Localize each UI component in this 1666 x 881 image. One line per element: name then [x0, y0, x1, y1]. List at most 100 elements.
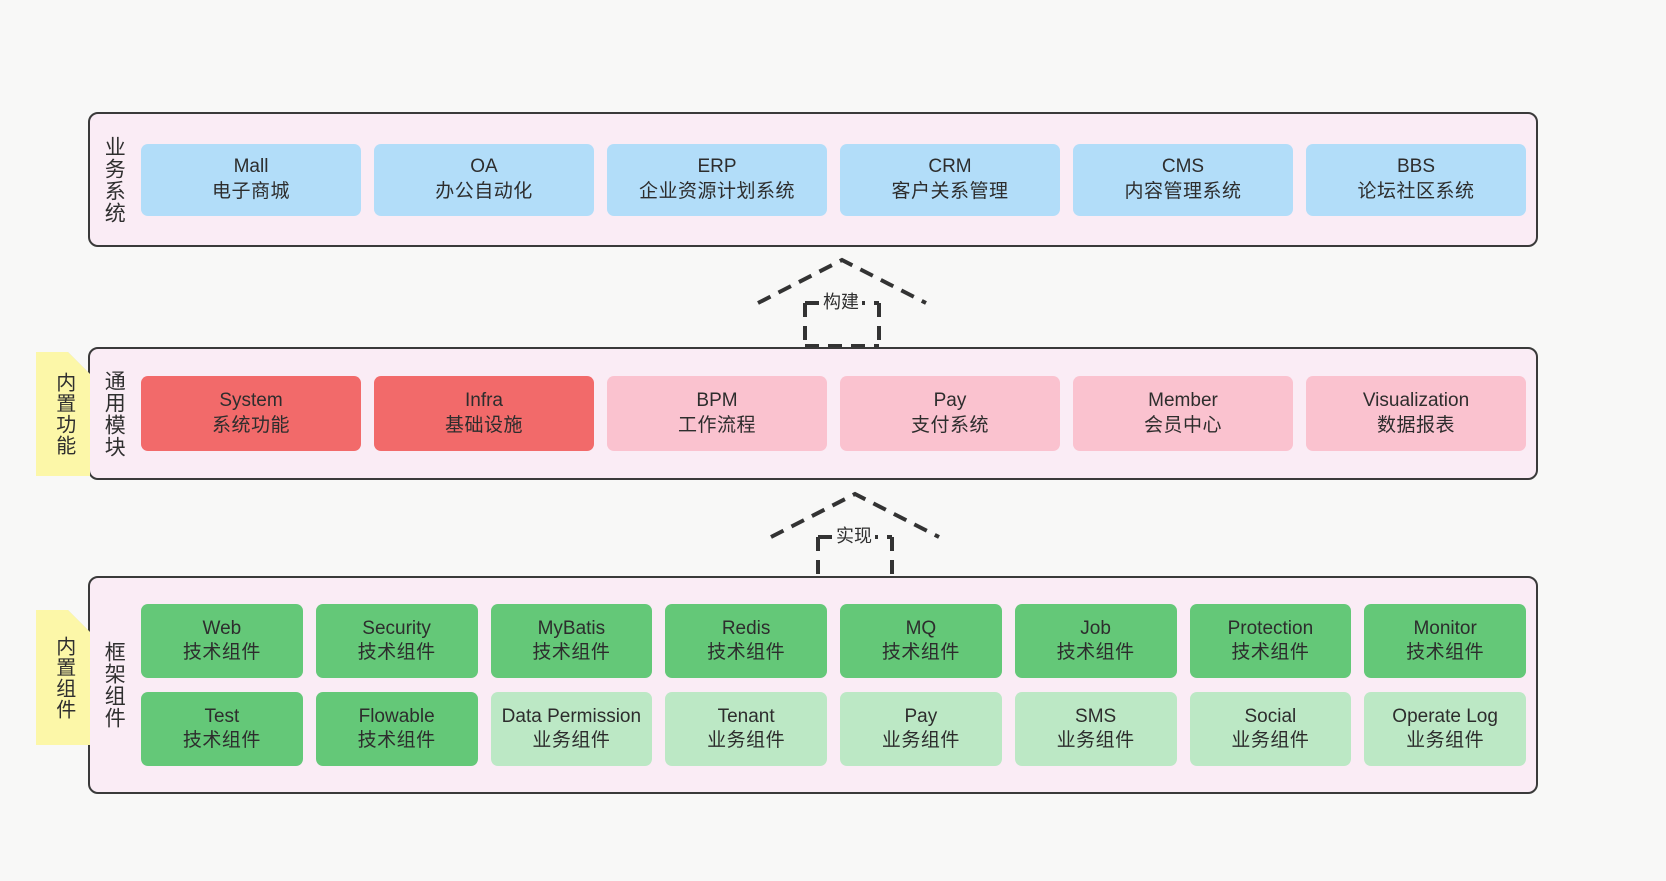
card-title-cn: 系统功能	[211, 414, 290, 436]
framework-card-test[interactable]: Test 技术组件	[141, 692, 303, 766]
note-fold-corner-icon	[68, 352, 90, 374]
card-title-cn: 技术组件	[1231, 642, 1310, 663]
card-title-cn: 业务组件	[1056, 730, 1135, 751]
card-title-cn: 业务组件	[1406, 730, 1485, 751]
card-title-en: Protection	[1227, 617, 1314, 639]
layer-body-common: System 系统功能 Infra 基础设施 BPM 工作流程 Pay 支付系统…	[136, 349, 1536, 478]
card-title-cn: 技术组件	[881, 642, 960, 663]
framework-card-tenant[interactable]: Tenant 业务组件	[665, 692, 827, 766]
framework-card-job[interactable]: Job 技术组件	[1014, 604, 1177, 678]
card-title-cn: 支付系统	[910, 414, 989, 436]
common-card-visualization[interactable]: Visualization 数据报表	[1306, 376, 1526, 451]
card-title-cn: 办公自动化	[435, 180, 533, 202]
layer-title-common: 通用模块	[102, 369, 126, 458]
layer-title-framework: 框架组件	[102, 641, 126, 729]
card-title-cn: 技术组件	[532, 642, 611, 663]
framework-card-data-permission[interactable]: Data Permission 业务组件	[490, 692, 653, 766]
framework-card-redis[interactable]: Redis 技术组件	[665, 604, 827, 678]
note-builtin-component: 内置组件	[36, 610, 90, 745]
note-label: 内置组件	[52, 635, 75, 720]
layer-common-module: 通用模块 System 系统功能 Infra 基础设施 BPM 工作流程 Pay…	[88, 347, 1538, 480]
common-card-pay[interactable]: Pay 支付系统	[840, 376, 1060, 451]
business-card-mall[interactable]: Mall 电子商城	[141, 143, 361, 216]
card-title-en: MQ	[905, 617, 937, 639]
layer-business-system: 业务系统 Mall 电子商城 OA 办公自动化 ERP 企业资源计划系统 CRM…	[88, 112, 1538, 247]
framework-card-rows: Web 技术组件 Security 技术组件 MyBatis 技术组件 Redi…	[141, 604, 1526, 766]
card-title-cn: 技术组件	[1056, 642, 1135, 663]
framework-card-web[interactable]: Web 技术组件	[141, 604, 303, 678]
framework-card-sms[interactable]: SMS 业务组件	[1014, 692, 1177, 766]
layer-framework-component: 框架组件 Web 技术组件 Security 技术组件 MyBatis 技术组件	[88, 576, 1538, 794]
card-title-cn: 会员中心	[1143, 414, 1222, 436]
common-card-member[interactable]: Member 会员中心	[1073, 376, 1293, 451]
business-card-oa[interactable]: OA 办公自动化	[374, 143, 594, 216]
note-fold-corner-icon	[68, 610, 90, 632]
card-title-cn: 技术组件	[1406, 642, 1485, 663]
framework-card-protection[interactable]: Protection 技术组件	[1189, 604, 1352, 678]
card-title-cn: 工作流程	[677, 414, 756, 436]
card-title-en: Data Permission	[501, 705, 642, 727]
layer-body-business: Mall 电子商城 OA 办公自动化 ERP 企业资源计划系统 CRM 客户关系…	[136, 114, 1536, 245]
card-title-cn: 技术组件	[357, 730, 436, 751]
card-title-en: BBS	[1396, 156, 1436, 178]
card-title-en: System	[219, 390, 283, 412]
arrow-label-implement: 实现	[833, 522, 875, 548]
framework-card-row-2: Test 技术组件 Flowable 技术组件 Data Permission …	[141, 692, 1526, 766]
card-title-en: Infra	[464, 390, 504, 412]
framework-card-pay[interactable]: Pay 业务组件	[840, 692, 1002, 766]
card-title-en: Monitor	[1413, 617, 1477, 639]
common-card-infra[interactable]: Infra 基础设施	[374, 376, 594, 451]
card-title-en: Visualization	[1362, 390, 1470, 412]
card-title-cn: 业务组件	[707, 730, 786, 751]
card-title-en: BPM	[696, 390, 738, 412]
framework-card-social[interactable]: Social 业务组件	[1189, 692, 1352, 766]
card-title-en: Security	[362, 617, 431, 639]
business-card-cms[interactable]: CMS 内容管理系统	[1073, 143, 1293, 216]
business-card-bbs[interactable]: BBS 论坛社区系统	[1306, 143, 1526, 216]
card-title-cn: 技术组件	[182, 642, 261, 663]
card-title-cn: 业务组件	[881, 730, 960, 751]
arrow-implement: 实现	[768, 491, 943, 582]
card-title-cn: 业务组件	[1231, 730, 1310, 751]
card-title-cn: 数据报表	[1376, 414, 1455, 436]
card-title-cn: 技术组件	[707, 642, 786, 663]
arrow-build: 构建	[755, 257, 930, 348]
card-title-en: Web	[202, 617, 242, 639]
layer-body-framework: Web 技术组件 Security 技术组件 MyBatis 技术组件 Redi…	[136, 578, 1536, 792]
note-builtin-function: 内置功能	[36, 352, 90, 476]
framework-card-row-1: Web 技术组件 Security 技术组件 MyBatis 技术组件 Redi…	[141, 604, 1526, 678]
framework-card-mq[interactable]: MQ 技术组件	[840, 604, 1002, 678]
card-title-en: SMS	[1075, 705, 1117, 727]
card-title-cn: 企业资源计划系统	[638, 180, 795, 202]
framework-card-operate-log[interactable]: Operate Log 业务组件	[1364, 692, 1526, 766]
card-title-cn: 客户关系管理	[891, 180, 1009, 202]
arrow-label-build: 构建	[820, 288, 862, 314]
framework-card-flowable[interactable]: Flowable 技术组件	[315, 692, 478, 766]
card-title-cn: 内容管理系统	[1124, 180, 1242, 202]
business-card-erp[interactable]: ERP 企业资源计划系统	[607, 143, 827, 216]
card-title-en: OA	[470, 156, 498, 178]
framework-card-mybatis[interactable]: MyBatis 技术组件	[490, 604, 653, 678]
note-label: 内置功能	[52, 372, 75, 456]
card-title-en: Mall	[233, 156, 269, 178]
common-card-system[interactable]: System 系统功能	[141, 376, 361, 451]
card-title-cn: 技术组件	[182, 730, 261, 751]
card-title-en: Social	[1244, 705, 1297, 727]
framework-card-monitor[interactable]: Monitor 技术组件	[1364, 604, 1526, 678]
common-card-row: System 系统功能 Infra 基础设施 BPM 工作流程 Pay 支付系统…	[141, 376, 1526, 451]
common-card-bpm[interactable]: BPM 工作流程	[607, 376, 827, 451]
card-title-en: Pay	[904, 705, 938, 727]
framework-card-security[interactable]: Security 技术组件	[315, 604, 478, 678]
card-title-en: CMS	[1161, 156, 1205, 178]
card-title-en: Test	[204, 705, 240, 727]
layer-title-business: 业务系统	[102, 135, 126, 224]
card-title-en: Pay	[933, 390, 967, 412]
card-title-cn: 基础设施	[444, 414, 523, 436]
business-card-row: Mall 电子商城 OA 办公自动化 ERP 企业资源计划系统 CRM 客户关系…	[141, 143, 1526, 216]
card-title-en: Member	[1148, 390, 1218, 412]
card-title-cn: 技术组件	[357, 642, 436, 663]
business-card-crm[interactable]: CRM 客户关系管理	[840, 143, 1060, 216]
card-title-en: Operate Log	[1392, 705, 1498, 727]
card-title-cn: 业务组件	[532, 730, 611, 751]
